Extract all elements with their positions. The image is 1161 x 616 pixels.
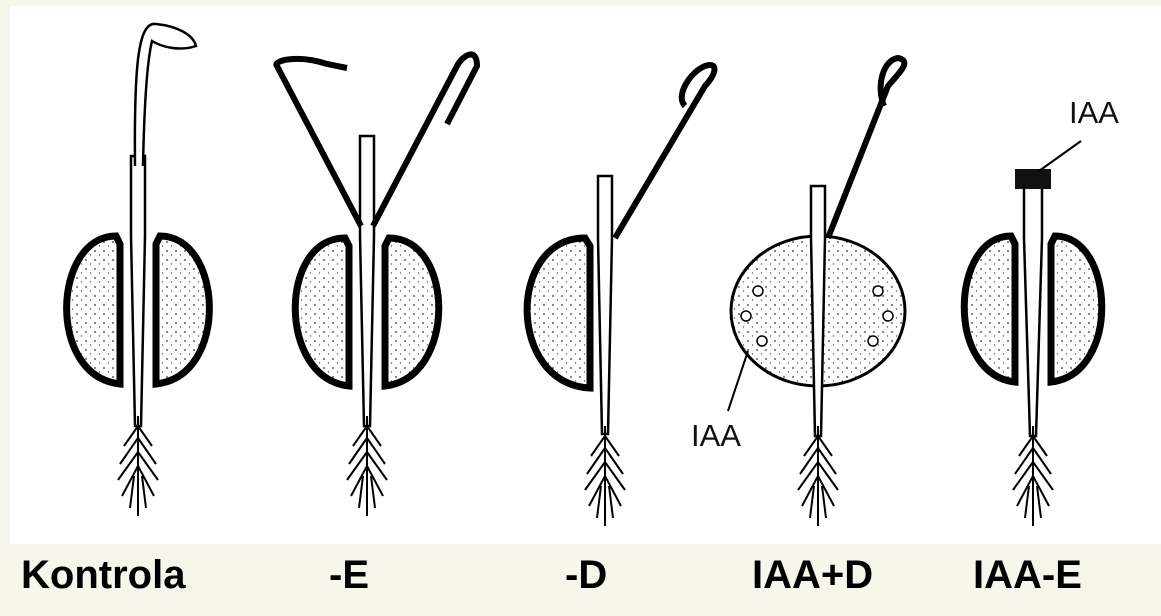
seedling-iaa-plus-d: IAA	[691, 58, 905, 526]
seedling-minus-e	[276, 54, 477, 516]
caption-iaa-minus-e: IAA-E	[973, 553, 1082, 598]
annotation-leader	[1039, 141, 1081, 171]
branch-right	[373, 54, 477, 226]
stem	[598, 176, 612, 434]
figure-panel: IAA IAA	[10, 6, 1161, 544]
cotyledon-left	[67, 236, 120, 384]
stem	[131, 156, 145, 426]
epicotyl-hook	[135, 24, 196, 166]
stem	[360, 136, 374, 426]
annotation-leader	[728, 351, 748, 411]
cotyledon-left	[527, 238, 590, 388]
stem	[1024, 186, 1042, 436]
caption-kontrola: Kontrola	[21, 553, 185, 598]
cotyledon-left	[295, 238, 349, 386]
iaa-paste-cap	[1015, 169, 1051, 189]
caption-iaa-plus-d: IAA+D	[752, 553, 873, 598]
cotyledon-right	[1051, 236, 1102, 382]
annotation-label-iaa: IAA	[1069, 95, 1119, 130]
cotyledon-left	[964, 236, 1015, 382]
seedling-iaa-minus-e: IAA	[964, 95, 1119, 526]
stem	[811, 186, 825, 436]
branch-right	[828, 58, 904, 238]
seedling-minus-d	[527, 65, 714, 526]
seedling-kontrola	[67, 24, 210, 516]
seedling-illustration: IAA IAA	[10, 6, 1161, 544]
annotation-label-iaa: IAA	[691, 418, 741, 453]
branch-right	[615, 65, 714, 238]
branch-left	[276, 59, 361, 226]
caption-minus-e: -E	[329, 553, 369, 598]
cotyledon-right	[156, 236, 209, 384]
cotyledon-right	[385, 238, 439, 386]
caption-minus-d: -D	[565, 553, 607, 598]
